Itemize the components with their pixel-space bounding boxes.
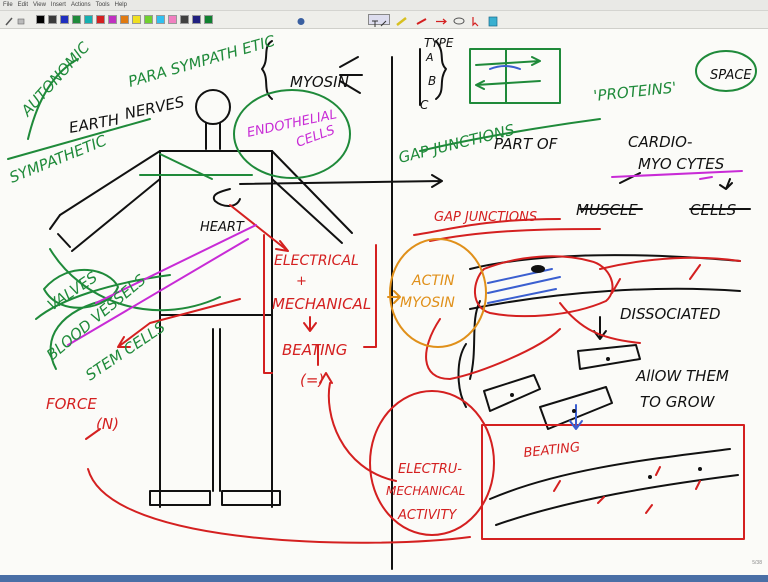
- menu-view[interactable]: View: [33, 1, 46, 8]
- pointer-icon[interactable]: [470, 14, 482, 27]
- type-b-label: B: [428, 74, 436, 88]
- color-swatch[interactable]: [144, 15, 153, 24]
- magenta-annotation-strokes: [67, 170, 743, 346]
- gap-junctions-label: GAP JUNCTIONS: [434, 210, 537, 225]
- electrical-label: ELECTRICAL: [274, 253, 359, 269]
- allow-them-label: AllOW THEM: [635, 367, 729, 385]
- muscle-label: MUSCLE: [576, 201, 638, 219]
- color-swatch[interactable]: [204, 15, 213, 24]
- mechanical-label: MECHANICAL: [272, 295, 371, 313]
- orange-annotation-strokes: [387, 238, 487, 348]
- myosin-label: MYOSIN: [400, 295, 455, 311]
- space-label: SPACE: [710, 68, 752, 83]
- whiteboard-canvas[interactable]: AUTONOMIC PARA SYMPATH ETIC SYMPATHETIC …: [0, 29, 768, 575]
- color-swatch[interactable]: [36, 15, 45, 24]
- red-annotation-strokes: [85, 204, 745, 544]
- parasympathetic-label: PARA SYMPATH ETIC: [126, 32, 277, 91]
- red-pen-icon[interactable]: [414, 14, 430, 25]
- color-swatch[interactable]: [108, 15, 117, 24]
- to-grow-label: TO GROW: [640, 393, 716, 411]
- page-number: 5/38: [752, 560, 762, 566]
- type-label: TYPE: [424, 36, 454, 50]
- eraser-icon[interactable]: [16, 14, 26, 25]
- heart-label: HEART: [200, 220, 245, 235]
- menu-tools[interactable]: Tools: [95, 1, 110, 8]
- actin-label: ACTIN: [411, 273, 455, 289]
- stick-figure-drawing: [49, 40, 751, 570]
- blue-annotation-strokes: [487, 65, 583, 430]
- activity-label: ACTIVITY: [397, 508, 457, 523]
- type-c-label: C: [420, 98, 429, 112]
- menu-help[interactable]: Help: [114, 1, 127, 8]
- color-swatch[interactable]: [132, 15, 141, 24]
- toolbar: [0, 11, 768, 29]
- color-swatch[interactable]: [72, 15, 81, 24]
- equal-label: (=): [300, 371, 324, 389]
- lasso-icon[interactable]: [452, 14, 466, 25]
- highlighter-icon[interactable]: [394, 14, 410, 26]
- type-a-label: A: [425, 51, 434, 64]
- color-swatch[interactable]: [60, 15, 69, 24]
- menu-edit[interactable]: Edit: [17, 1, 29, 8]
- color-swatch[interactable]: [192, 15, 201, 24]
- beating-label: BEATING: [282, 341, 347, 359]
- force-label: FORCE: [46, 395, 97, 413]
- nerves-label: NERVES: [123, 93, 186, 123]
- color-swatch[interactable]: [84, 15, 93, 24]
- electro-label: ELECTRU-: [398, 462, 462, 477]
- taskbar: [0, 575, 768, 582]
- cardio-label: CARDIO-: [628, 133, 692, 151]
- menu-bar: File Edit View Insert Actions Tools Help: [0, 0, 768, 11]
- myosin-top-label: MYOSIN: [290, 73, 349, 91]
- color-swatch[interactable]: [156, 15, 165, 24]
- green-annotation-strokes: [7, 48, 757, 370]
- autonomic-label: AUTONOMIC: [17, 38, 94, 120]
- cell-nuclei: [510, 265, 702, 479]
- dissociated-label: DISSOCIATED: [620, 305, 721, 323]
- color-swatch[interactable]: [48, 15, 57, 24]
- text-tool-icon[interactable]: [368, 14, 390, 27]
- newton-label: (N): [96, 415, 119, 433]
- sympathetic-label: SYMPATHETIC: [7, 131, 110, 186]
- cells-right-label: CELLS: [690, 201, 737, 219]
- color-swatch[interactable]: [120, 15, 129, 24]
- color-swatch[interactable]: [180, 15, 189, 24]
- earth-label: EARTH: [68, 110, 121, 137]
- part-of-label: PART OF: [494, 135, 558, 153]
- myocytes-label: MYO CYTES: [638, 155, 725, 173]
- color-swatch[interactable]: [168, 15, 177, 24]
- menu-insert[interactable]: Insert: [50, 1, 66, 8]
- color-swatch[interactable]: [96, 15, 105, 24]
- pen-icon[interactable]: [4, 14, 14, 26]
- insert-space-icon[interactable]: [434, 14, 448, 25]
- menu-actions[interactable]: Actions: [70, 1, 91, 8]
- menu-file[interactable]: File: [3, 1, 13, 8]
- mechanical-activity-label: MECHANICAL: [386, 484, 465, 498]
- and-label: +: [296, 274, 307, 289]
- proteins-label: 'PROTEINS': [593, 78, 678, 105]
- color-picker-icon[interactable]: [295, 14, 307, 25]
- add-page-icon[interactable]: [487, 14, 499, 27]
- beating2-label: BEATING: [523, 440, 581, 461]
